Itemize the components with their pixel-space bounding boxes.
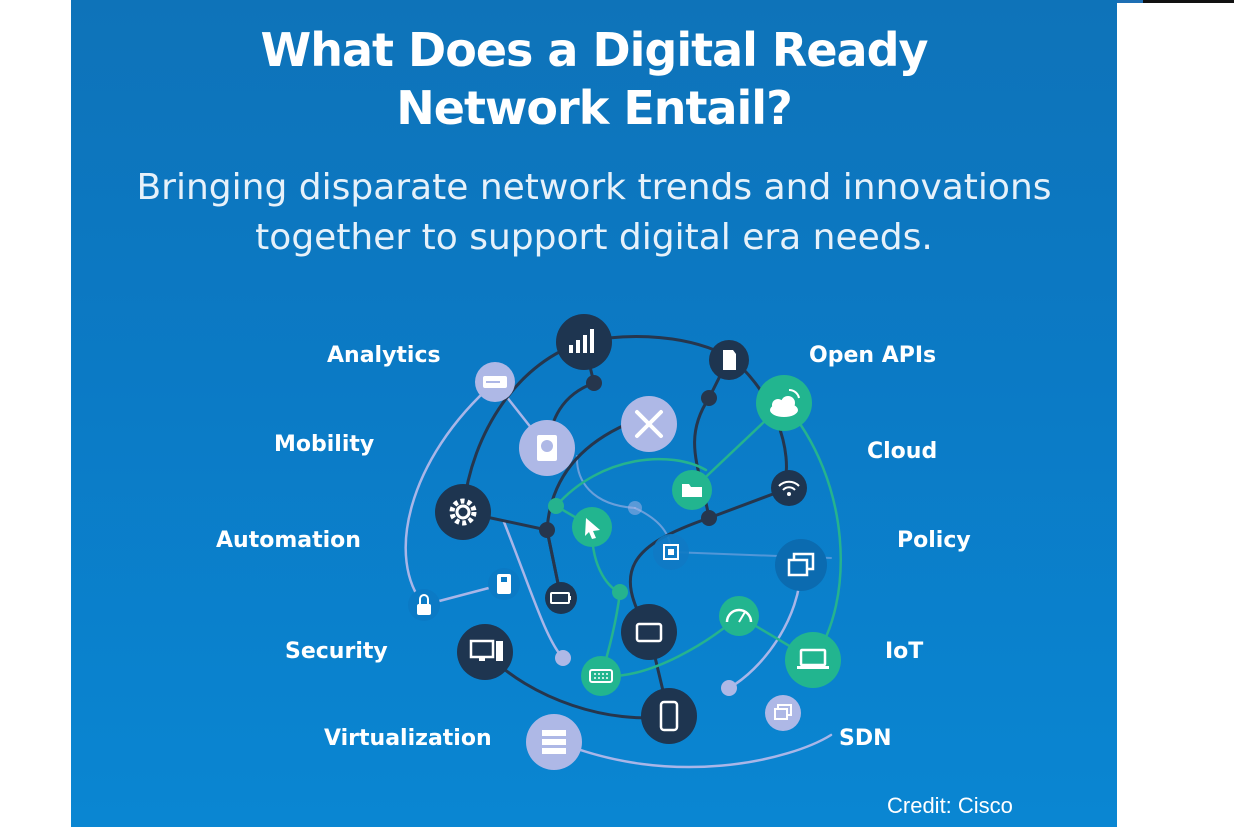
wifi-icon <box>771 470 807 506</box>
cloud-wifi-icon <box>756 375 812 431</box>
subtitle-line-1: Bringing disparate network trends and in… <box>136 167 1052 208</box>
hard-drive-icon <box>475 362 515 402</box>
label-cloud: Cloud <box>867 439 937 464</box>
lavender-left-arc <box>404 380 497 607</box>
gear-icon <box>435 484 491 540</box>
junction-dot <box>539 522 555 538</box>
label-security: Security <box>285 639 388 664</box>
lavender-ring-arc <box>552 733 833 769</box>
junction-dot <box>701 390 717 406</box>
label-policy: Policy <box>897 528 971 553</box>
cursor-icon <box>572 507 612 547</box>
window-stack-icon <box>765 695 801 731</box>
lock-icon <box>408 589 440 621</box>
label-sdn: SDN <box>839 726 892 751</box>
credit-text: Credit: Cisco <box>887 793 1013 818</box>
label-mobility: Mobility <box>274 432 374 457</box>
label-iot: IoT <box>885 639 923 664</box>
label-virtualization: Virtualization <box>324 726 492 751</box>
keyboard-icon <box>581 656 621 696</box>
green-inner-arc <box>554 457 708 508</box>
green-outer-arc <box>782 401 842 662</box>
windows-icon <box>775 539 827 591</box>
battery-icon <box>545 582 577 614</box>
gauge-icon <box>719 596 759 636</box>
infographic-panel: What Does a Digital Ready Network Entail… <box>71 0 1117 827</box>
junction-dot <box>628 501 642 515</box>
tablet-icon <box>621 604 677 660</box>
title-line-2: Network Entail? <box>396 81 793 135</box>
chip-icon <box>653 534 689 570</box>
tools-icon <box>621 396 677 452</box>
label-analytics: Analytics <box>327 343 441 368</box>
label-automation: Automation <box>216 528 361 553</box>
folder-icon <box>672 470 712 510</box>
laptop-icon <box>785 632 841 688</box>
network-diagram: Analytics Mobility Automation Security V… <box>216 314 971 770</box>
monitor-icon <box>457 624 513 680</box>
server-icon <box>526 714 582 770</box>
junction-dot <box>721 680 737 696</box>
junction-dot <box>701 510 717 526</box>
usb-drive-icon <box>488 568 520 600</box>
junction-dot <box>612 584 628 600</box>
subtitle-line-2: together to support digital era needs. <box>255 217 933 258</box>
junction-dot <box>586 375 602 391</box>
title-line-1: What Does a Digital Ready <box>260 23 929 77</box>
dark-outer-arc <box>461 340 586 514</box>
label-open-apis: Open APIs <box>809 343 936 368</box>
junction-dot <box>555 650 571 666</box>
lavender-center-link <box>575 455 636 509</box>
junction-dot <box>548 498 564 514</box>
lavender-usb-arc <box>502 520 565 660</box>
dark-bottom-arc <box>483 650 671 720</box>
phone-icon <box>641 688 697 744</box>
hard-disk-icon <box>519 420 575 476</box>
signal-bars-icon <box>556 314 612 370</box>
sd-card-icon <box>709 340 749 380</box>
corner-strip <box>1117 0 1234 3</box>
